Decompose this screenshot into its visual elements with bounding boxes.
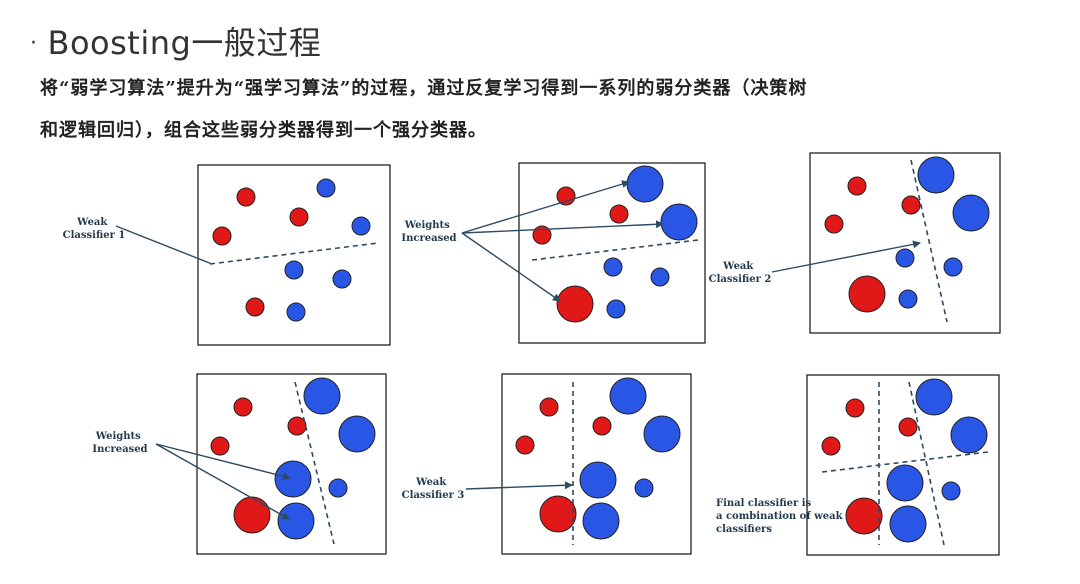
pointer-weights-5 [155, 443, 290, 520]
label-line: Weights [404, 220, 450, 231]
description-line-2: 和逻辑回归），组合这些弱分类器得到一个强分类器。 [40, 120, 487, 141]
red-point [847, 176, 867, 196]
blue-point-weighted [917, 156, 955, 194]
title-bullet: · [30, 31, 38, 56]
pointer-weights-4 [155, 443, 291, 481]
blue-point-weighted [643, 415, 681, 453]
red-point [233, 397, 253, 417]
blue-point-weighted [950, 416, 988, 454]
label-weak-classifier-2: Weak Classifier 2 [709, 261, 772, 285]
blue-point [606, 299, 626, 319]
decision-boundary-1 [531, 239, 699, 261]
label-line: Classifier 2 [709, 274, 772, 285]
blue-point [941, 481, 961, 501]
red-point-weighted [233, 496, 271, 534]
red-point [539, 397, 559, 417]
blue-point [898, 289, 918, 309]
panel-1 [197, 164, 391, 346]
blue-point-weighted [338, 415, 376, 453]
red-point [845, 398, 865, 418]
decision-boundary-1 [821, 451, 989, 473]
blue-point [895, 248, 915, 268]
blue-point [650, 267, 670, 287]
blue-point-weighted [579, 461, 617, 499]
label-weights-increased-bottom: Weights Increased [92, 431, 147, 455]
red-point-weighted [848, 275, 886, 313]
blue-point [328, 478, 348, 498]
red-point [556, 186, 576, 206]
blue-point-weighted [582, 502, 620, 540]
red-point [901, 195, 921, 215]
blue-point-weighted [886, 464, 924, 502]
page-title: · Boosting一般过程 [30, 18, 321, 64]
red-point [289, 207, 309, 227]
description-line-1: 将“弱学习算法”提升为“强学习算法”的过程，通过反复学习得到一系列的弱分类器（决… [40, 78, 808, 99]
label-line: classifiers [716, 524, 772, 535]
blue-point-weighted [303, 377, 341, 415]
red-point [821, 436, 841, 456]
panel-4 [196, 373, 387, 555]
red-point [245, 297, 265, 317]
label-line: Increased [92, 444, 147, 455]
pointer-weights-1 [461, 180, 630, 234]
red-point-weighted [539, 495, 577, 533]
blue-point [603, 257, 623, 277]
blue-point [286, 302, 306, 322]
label-line: Weak [722, 261, 754, 272]
red-point [515, 435, 535, 455]
decision-boundary-2 [908, 381, 945, 546]
blue-point-weighted [915, 378, 953, 416]
label-line: a combination of weak [716, 511, 844, 522]
decision-boundary-2 [910, 159, 948, 323]
label-line: Increased [401, 233, 456, 244]
panel-2 [518, 162, 706, 344]
red-point [609, 204, 629, 224]
title-text: Boosting一般过程 [47, 24, 322, 62]
blue-point-weighted [952, 194, 990, 232]
label-line: Final classifier is [716, 498, 812, 509]
blue-point [351, 216, 371, 236]
blue-point [332, 269, 352, 289]
blue-point-weighted [274, 460, 312, 498]
label-line: Weak [76, 217, 108, 228]
label-weak-classifier-3: Weak Classifier 3 [402, 477, 465, 501]
panel-6 [806, 374, 1000, 556]
blue-point-weighted [660, 203, 698, 241]
red-point [212, 226, 232, 246]
panel-5 [501, 373, 692, 555]
blue-point-weighted [626, 165, 664, 203]
red-point [898, 417, 918, 437]
label-final-classifier: Final classifier is a combination of wea… [716, 498, 846, 535]
panel-3 [809, 152, 1001, 334]
pointer-weak-classifier-1 [115, 225, 213, 265]
blue-point [284, 260, 304, 280]
label-line: Classifier 1 [63, 230, 126, 241]
pointer-weights-2 [461, 220, 664, 234]
decision-boundary-2 [294, 381, 335, 545]
pointer-weights-3 [461, 232, 561, 302]
pointer-weak-classifier-2 [771, 240, 921, 273]
blue-point [316, 178, 336, 198]
label-weights-increased-top: Weights Increased [401, 220, 456, 244]
blue-point-weighted [277, 502, 315, 540]
blue-point [634, 478, 654, 498]
red-point [532, 225, 552, 245]
label-weak-classifier-1: Weak Classifier 1 [63, 217, 126, 241]
red-point-weighted [845, 497, 883, 535]
red-point [236, 187, 256, 207]
decision-boundary-1 [209, 242, 379, 265]
label-line: Weak [415, 477, 447, 488]
red-point-weighted [556, 285, 594, 323]
blue-point [943, 257, 963, 277]
blue-point-weighted [889, 505, 927, 543]
red-point [210, 436, 230, 456]
pointer-weak-classifier-3 [465, 481, 573, 490]
label-line: Classifier 3 [402, 490, 465, 501]
red-point [824, 214, 844, 234]
blue-point-weighted [609, 377, 647, 415]
red-point [592, 416, 612, 436]
label-line: Weights [95, 431, 141, 442]
